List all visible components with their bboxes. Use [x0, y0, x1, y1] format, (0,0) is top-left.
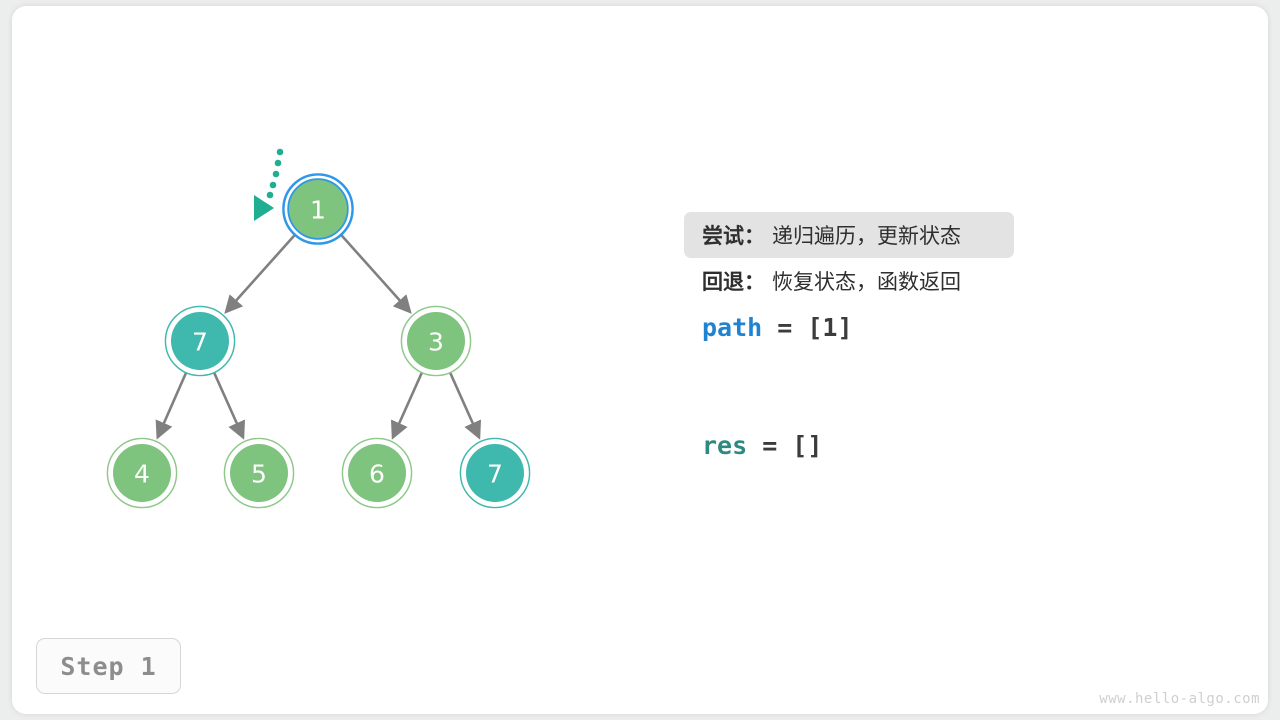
tree-node-label: 7 [487, 460, 503, 489]
res-variable-value: = [] [747, 430, 823, 460]
step-badge: Step 1 [36, 638, 181, 694]
tree-edge [390, 371, 424, 440]
backtrack-text: 恢复状态，函数返回 [772, 270, 961, 294]
try-row: 尝试： 递归遍历，更新状态 [684, 212, 1014, 258]
tree-edge [155, 371, 188, 440]
tree-node-6[interactable]: 6 [341, 437, 413, 509]
tree-edge [339, 233, 412, 314]
tree-node-label: 3 [428, 328, 444, 357]
tree-node-label: 6 [369, 460, 385, 489]
tree-nodes: 1 7 3 4 5 6 7 [106, 173, 531, 509]
tree-node-1[interactable]: 1 [282, 173, 354, 245]
tree-node-label: 1 [310, 196, 326, 225]
tree-node-body [407, 312, 465, 370]
path-variable-name: path [702, 312, 763, 342]
tree-edge [212, 371, 246, 440]
tree-node-label: 7 [192, 328, 208, 357]
backtrack-label: 回退： [702, 270, 765, 294]
res-variable-name: res [702, 430, 748, 460]
backtrack-row: 回退： 恢复状态，函数返回 [684, 258, 1204, 304]
tree-node-body [171, 312, 229, 370]
tree-node-label: 5 [251, 460, 267, 489]
tree-node-7[interactable]: 7 [164, 305, 236, 377]
step-badge-label: Step 1 [60, 651, 157, 681]
state-panel: 尝试： 递归遍历，更新状态 回退： 恢复状态，函数返回 path = [1] r… [684, 212, 1204, 468]
path-variable-row: path = [1] [684, 304, 1204, 350]
tree-node-7[interactable]: 7 [459, 437, 531, 509]
path-variable-value: = [1] [762, 312, 853, 342]
res-variable-row: res = [] [684, 422, 1204, 468]
pointer-arrowhead-icon [254, 195, 274, 221]
tree-node-5[interactable]: 5 [223, 437, 295, 509]
tree-node-body [230, 444, 288, 502]
pointer-dot [276, 148, 284, 156]
pointer-dot [274, 159, 282, 167]
recursion-entry-pointer [254, 148, 284, 221]
try-text: 递归遍历，更新状态 [772, 224, 961, 248]
tree-node-body [348, 444, 406, 502]
tree-node-body [466, 444, 524, 502]
panel-spacer [684, 350, 1204, 422]
tree-node-body [113, 444, 171, 502]
tree-node-4[interactable]: 4 [106, 437, 178, 509]
pointer-dot [272, 170, 280, 178]
tree-edge [448, 371, 482, 440]
site-watermark: www.hello-algo.com [1099, 691, 1260, 707]
pointer-dot [269, 181, 277, 189]
tree-edge [224, 233, 297, 314]
try-label: 尝试： [702, 224, 765, 248]
tree-node-3[interactable]: 3 [400, 305, 472, 377]
tree-node-label: 4 [134, 460, 150, 489]
tree-node-body [289, 180, 347, 238]
tree-edges [155, 233, 482, 440]
pointer-dot [266, 191, 274, 199]
